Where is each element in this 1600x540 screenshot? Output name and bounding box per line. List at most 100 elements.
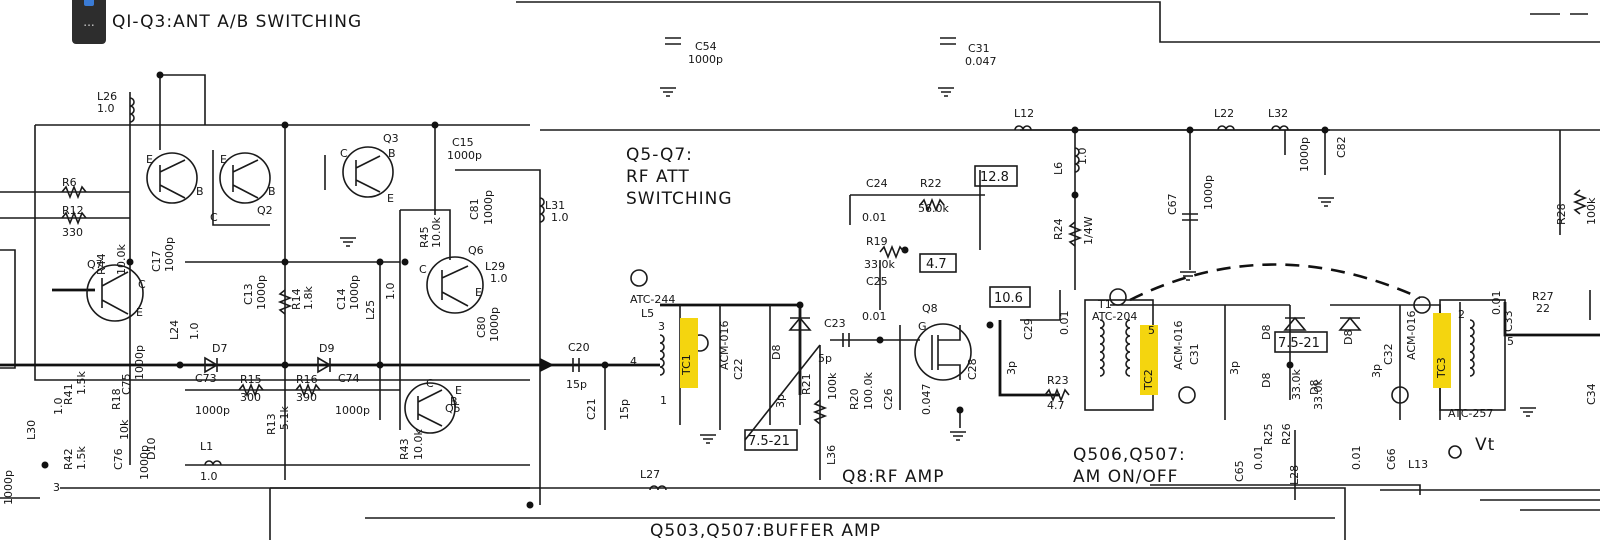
title-q5q7-line2: RF ATT [626,167,690,187]
voltage-box-10-6 [989,286,1031,308]
label-c31b: C31 [1188,343,1201,365]
q8-leads [931,325,961,380]
resistor-r6 [61,184,87,200]
highlight-tc2 [1140,325,1158,395]
title-q503: Q503,Q507:BUFFER AMP [650,521,881,540]
label-l26: L26 [97,90,117,103]
inductor-l26 [129,97,135,123]
ground-tc1 [700,434,716,444]
label-r41: R41 [62,383,75,405]
ground-c31 [938,87,954,97]
value-c15: 1000p [447,149,482,162]
label-r20: R20 [848,388,861,410]
dot [1321,126,1329,134]
resistor-r19 [879,244,905,260]
value-r22: 56.0k [918,202,949,215]
q3-leads [355,155,381,193]
value-r42: 1.5k [75,446,88,470]
resistor-r23 [1044,387,1070,403]
value-c81: 1000p [482,190,495,225]
label-l27: L27 [640,468,660,481]
voltage-box-12-8 [974,165,1018,187]
atc257-primary [1469,319,1475,377]
left-verticals [129,92,286,480]
value-r13: 5.1k [278,406,291,430]
label-r15: R15 [240,373,262,386]
pin-b: B [388,147,396,160]
value-c82: 1000p [1298,137,1311,172]
diode-d8-b [1283,316,1307,331]
capacitor-c20 [572,358,580,372]
value-c73: 1000p [195,404,230,417]
label-c54: C54 [695,40,717,53]
label-t1: T1 [1097,298,1112,311]
label-c14: C14 [335,288,348,310]
label-c20: C20 [568,341,590,354]
pin-c: C [340,147,348,160]
inductor-l32 [1271,125,1289,131]
label-q6: Q6 [468,244,484,257]
label-q7: Q7 [87,258,103,271]
voltage-box-4-7 [919,253,957,273]
q7-leads [101,271,129,315]
title-q506-line1: Q506,Q507: [1073,445,1186,465]
label-c82: C82 [1335,136,1348,158]
value-r12: 330 [62,226,83,239]
label-d8a: D8 [770,345,783,360]
label-c26: C26 [882,388,895,410]
label-c3pd: 3p [1370,364,1383,378]
title-q5q7-line1: Q5-Q7: [626,145,693,165]
diode-d9 [317,356,332,374]
value-r28: 100k [1585,197,1598,225]
dot [526,501,534,509]
dot [956,406,964,414]
inductor-l31 [539,197,545,223]
value-c74: 1000p [335,404,370,417]
value-c24: 0.01 [862,211,887,224]
dot [1071,191,1079,199]
transistor-q6 [426,256,484,314]
label-q5: Q5 [445,402,461,415]
value-r19: 33.0k [864,258,895,271]
label-c5p: 5p [818,352,832,365]
range-line-a [744,344,821,441]
label-l1: L1 [200,440,213,453]
value-r44: 10.0k [115,244,128,275]
label-q3: Q3 [383,132,399,145]
overlay-accent [84,0,94,6]
label-n4: 4 [630,355,637,368]
label-c22: C22 [732,358,745,380]
trimmer-tc2 [1178,386,1196,404]
pin-c: C [419,263,427,276]
inductor-l22 [1217,125,1235,131]
overlay-menu-tab[interactable]: ... [72,0,106,44]
label-l5: L5 [641,307,654,320]
overlay-menu-dots[interactable]: ... [83,15,95,29]
value-c50: 1000p [2,470,15,505]
dot [986,321,994,329]
label-l24: L24 [168,320,181,340]
ground-c82 [1318,197,1334,207]
value-c33: 0.01 [1490,291,1503,316]
voltage-4-7: 4.7 [926,257,947,272]
value-r43: 10.0k [412,429,425,460]
label-r25: R25 [1262,423,1275,445]
voltage-12-8: 12.8 [980,170,1009,185]
value-l6: 1.0 [1076,148,1089,166]
value-c66: 0.01 [1350,446,1363,471]
coil-l5 [659,334,665,376]
mid-wires [185,125,436,391]
label-l29: L29 [485,260,505,273]
value-c17: 1000p [163,237,176,272]
label-r18: R18 [110,388,123,410]
label-r23: R23 [1047,374,1069,387]
label-c74: C74 [338,372,360,385]
label-l12: L12 [1014,107,1034,120]
value-c21: 15p [618,399,631,420]
label-r21: R21 [800,373,813,395]
label-c76: C76 [112,448,125,470]
right-edge [1559,130,1591,320]
resistor-r22 [919,197,945,213]
